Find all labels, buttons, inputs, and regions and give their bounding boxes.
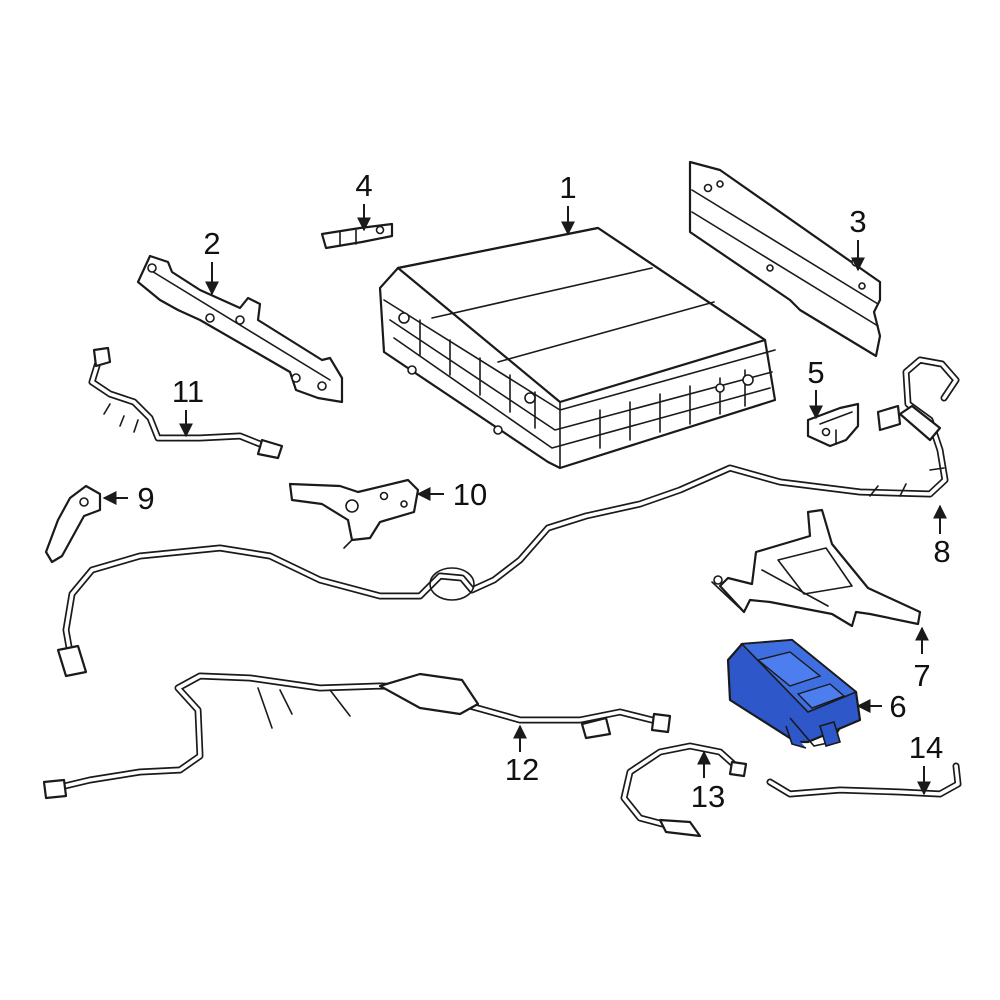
part-14-hose[interactable] [766,762,962,798]
callout-2[interactable]: 2 [203,226,220,261]
callout-labels: 1 2 3 4 5 6 7 8 9 10 11 12 13 14 [137,168,950,814]
callout-11[interactable]: 11 [172,374,204,409]
callout-10[interactable]: 10 [453,477,487,512]
callout-6[interactable]: 6 [889,689,906,724]
callout-3[interactable]: 3 [849,204,866,239]
callout-8[interactable]: 8 [933,534,950,569]
callout-4[interactable]: 4 [355,168,372,203]
callout-13[interactable]: 13 [691,779,725,814]
callout-9[interactable]: 9 [137,481,154,516]
part-1-battery-pack[interactable] [378,226,777,470]
part-10-bracket[interactable] [288,478,420,549]
callout-14[interactable]: 14 [909,730,943,765]
part-6-control-module[interactable] [726,638,862,749]
part-12-harness[interactable] [42,672,672,800]
part-11-harness[interactable] [88,346,284,460]
part-7-mounting-tray[interactable] [711,508,922,628]
callout-leaders [102,204,947,796]
part-2-bracket[interactable] [136,254,344,404]
part-13-cable[interactable] [620,742,748,838]
part-5-bracket[interactable] [806,402,902,448]
callout-7[interactable]: 7 [913,658,930,693]
part-8-harness[interactable] [56,356,960,678]
callout-12[interactable]: 12 [505,752,539,787]
callout-5[interactable]: 5 [807,355,824,390]
part-4-clip[interactable] [320,222,394,250]
callout-1[interactable]: 1 [559,170,576,205]
part-9-sensor[interactable] [44,484,102,564]
